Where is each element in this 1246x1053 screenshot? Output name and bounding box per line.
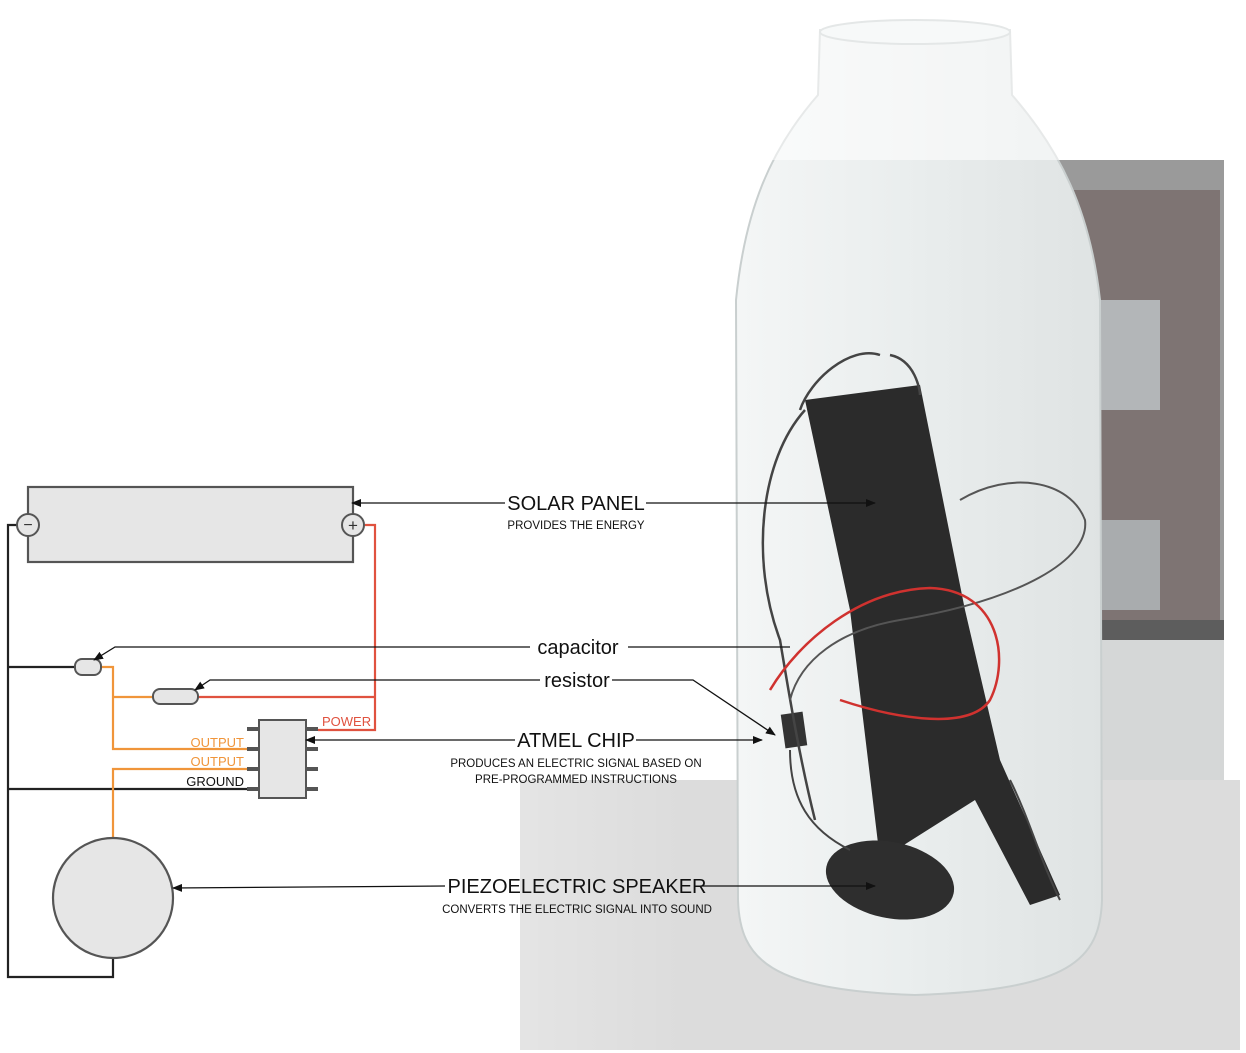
pin-label-ground: GROUND (186, 774, 244, 789)
circuit-wires (6, 523, 377, 979)
label-solar-panel: SOLAR PANEL (507, 493, 644, 515)
photo-top-haze (500, 0, 1246, 160)
label-solar-panel-sub: PROVIDES THE ENERGY (507, 520, 645, 532)
piezo-speaker-symbol (51, 836, 175, 960)
atmel-chip-symbol (247, 719, 318, 799)
arrow-speaker-left (172, 883, 446, 892)
label-atmel-chip: ATMEL CHIP (517, 730, 635, 752)
label-atmel-chip-sub-1: PRODUCES AN ELECTRIC SIGNAL BASED ON (450, 758, 701, 770)
arrow-resistor-right (612, 679, 776, 736)
callout-arrows (93, 499, 876, 892)
solar-panel-symbol: − + (16, 485, 365, 564)
chip-pins (247, 727, 318, 791)
output-wire (101, 665, 247, 838)
positive-terminal-sign: + (348, 516, 358, 535)
label-capacitor: capacitor (537, 637, 618, 659)
ground-wire (6, 523, 247, 979)
arrow-capacitor (93, 646, 530, 661)
capacitor-symbol (74, 658, 102, 676)
power-wire (198, 523, 377, 732)
label-atmel-chip-sub-2: PRE-PROGRAMMED INSTRUCTIONS (475, 774, 677, 786)
resistor-symbol (152, 688, 199, 705)
label-piezo-speaker-sub: CONVERTS THE ELECTRIC SIGNAL INTO SOUND (442, 904, 712, 916)
pin-label-power: POWER (322, 714, 371, 729)
arrow-resistor (194, 679, 540, 691)
pin-label-output-1: OUTPUT (191, 735, 245, 750)
label-piezo-speaker: PIEZOELECTRIC SPEAKER (448, 876, 707, 898)
negative-terminal (16, 513, 40, 537)
negative-terminal-sign: − (23, 517, 32, 534)
positive-terminal (341, 513, 365, 537)
pin-label-output-2: OUTPUT (191, 754, 245, 769)
label-resistor: resistor (544, 670, 610, 692)
